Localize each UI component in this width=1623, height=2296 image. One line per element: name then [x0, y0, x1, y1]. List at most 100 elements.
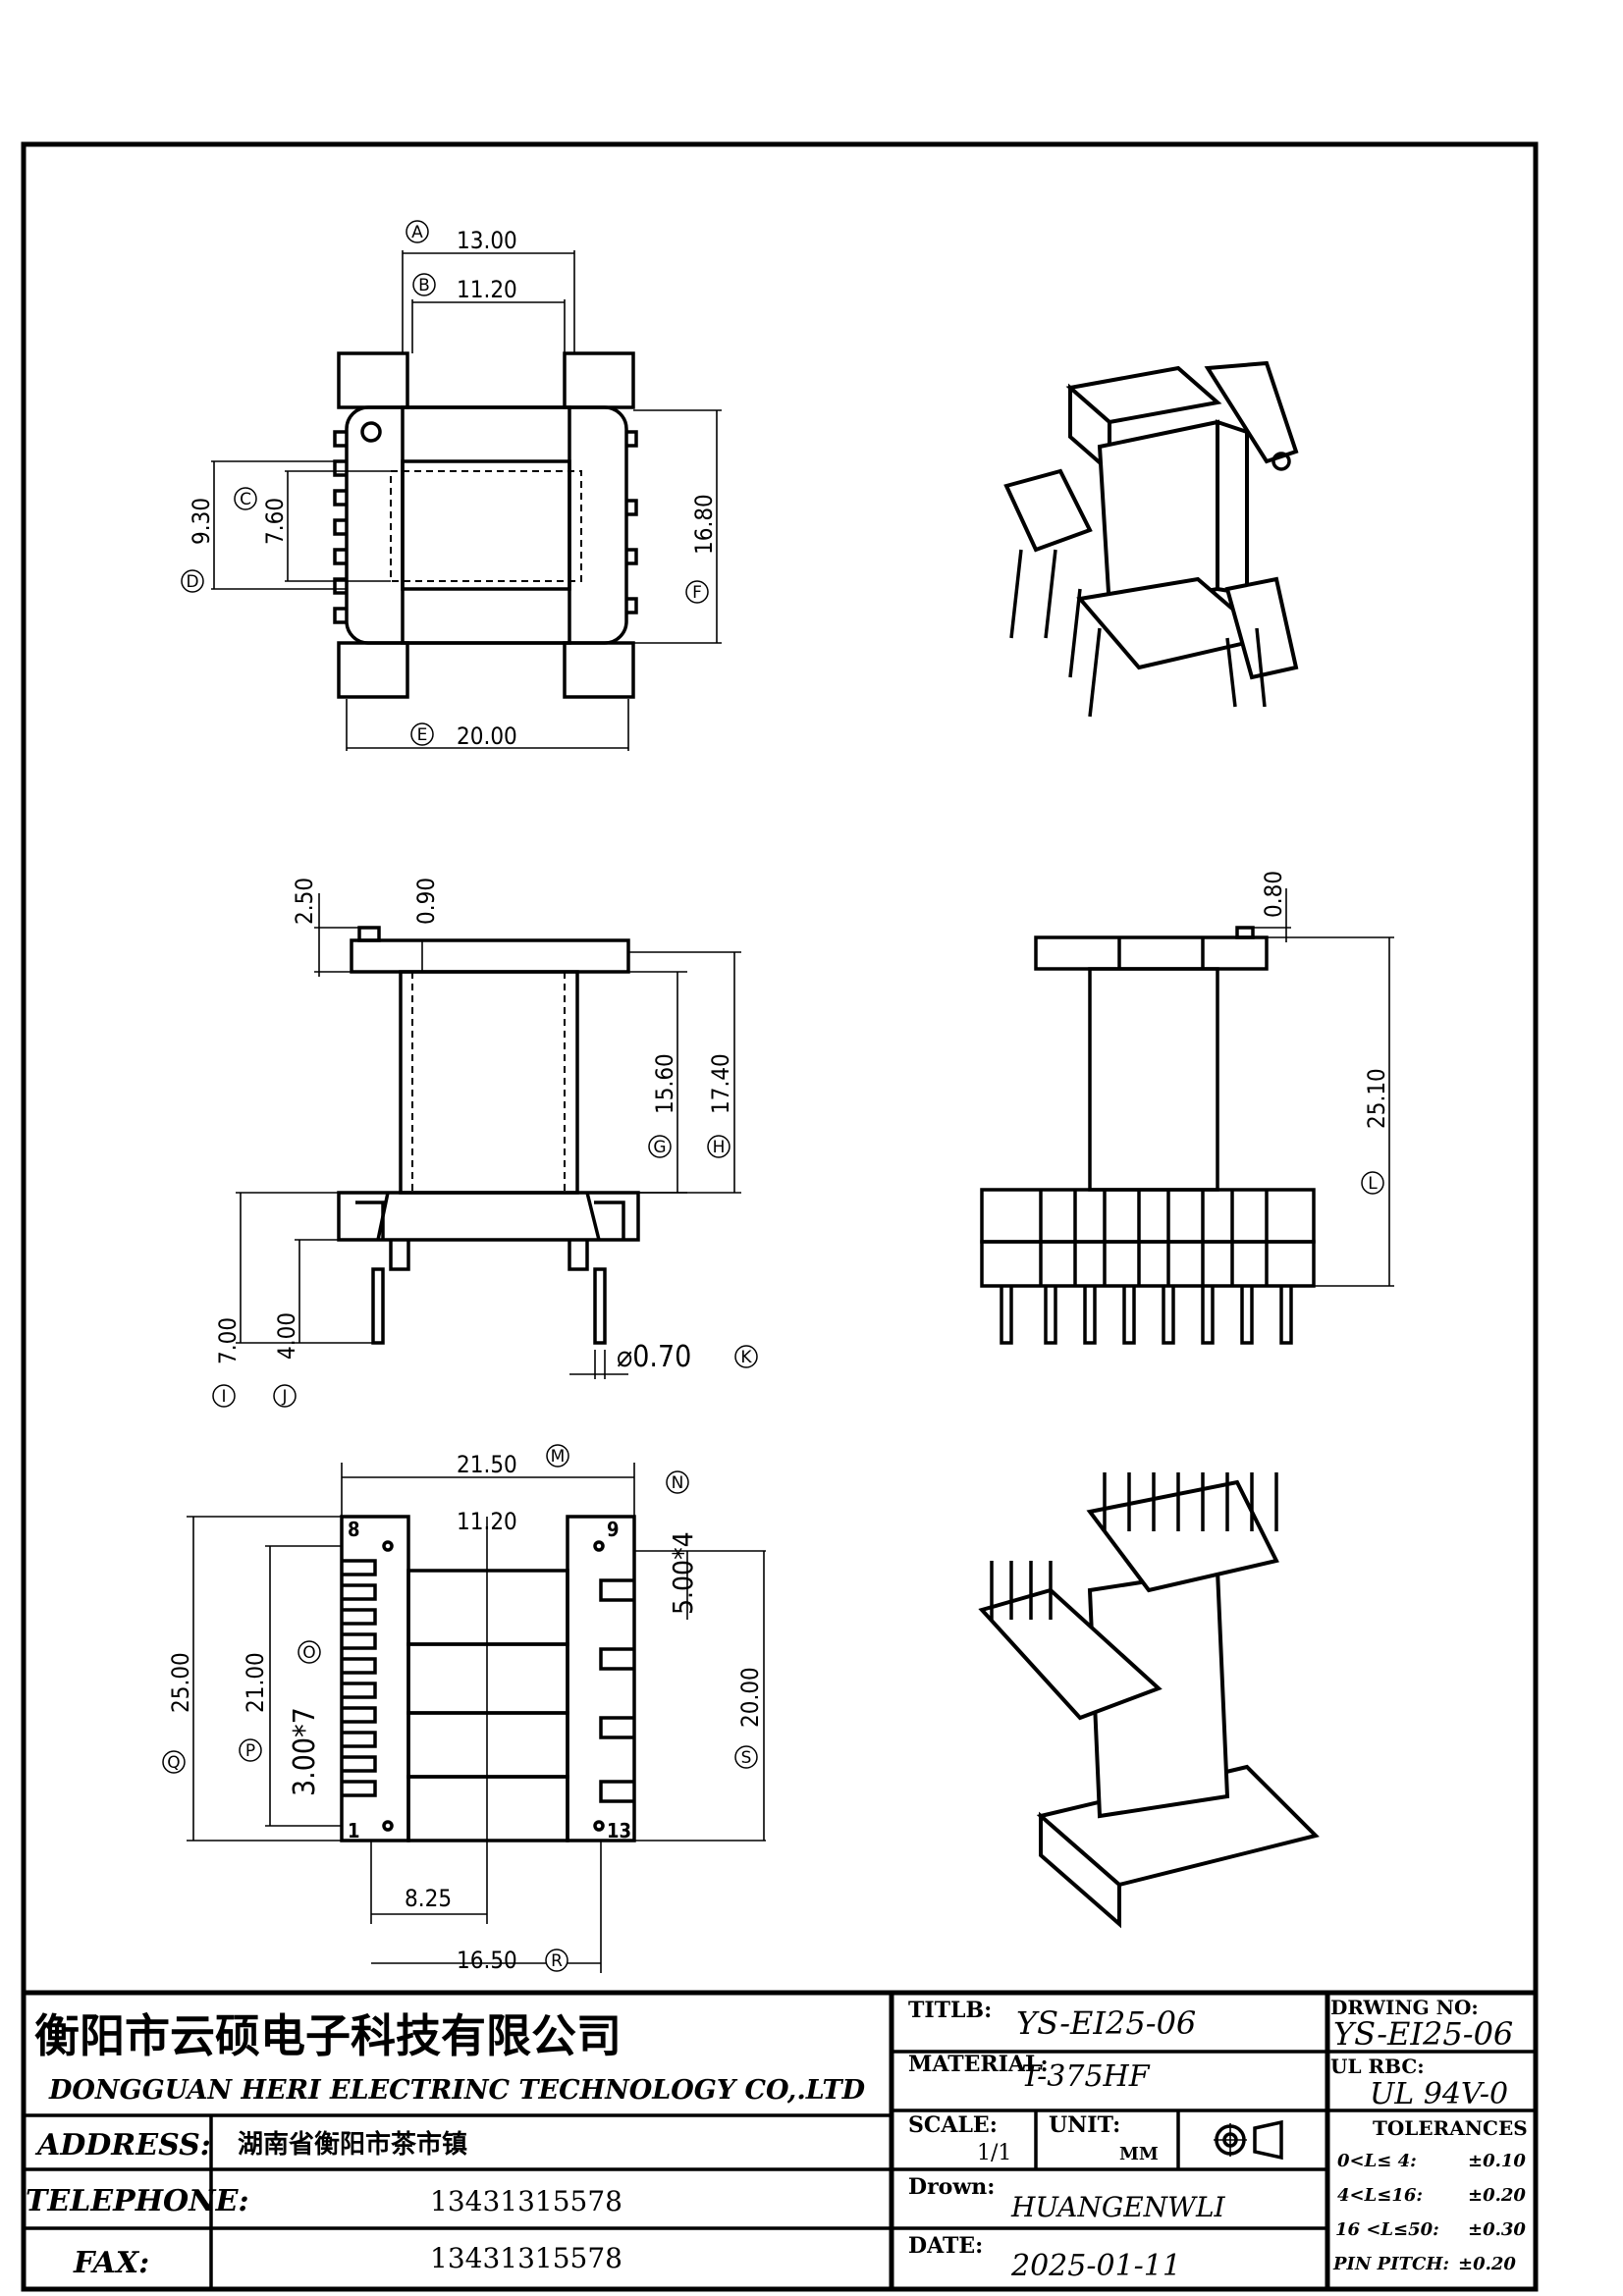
- callout-circle-s: [734, 1745, 758, 1769]
- dim-h2: 0.90: [412, 878, 440, 925]
- tolerances-label: TOLERANCES: [1373, 2116, 1528, 2140]
- company-name-cn: 衡阳市云硕电子科技有限公司: [34, 2009, 622, 2062]
- callout-label-o: O: [302, 1643, 315, 1663]
- callout-label-n: N: [672, 1473, 684, 1493]
- drawing-no-label: DRWING NO:: [1330, 1996, 1479, 2019]
- unit-label: UNIT:: [1049, 2112, 1120, 2138]
- dim-right-span: 20.00: [736, 1667, 764, 1728]
- callout-circle-m: [546, 1444, 569, 1468]
- isometric-view-top: [1003, 360, 1299, 718]
- title-block: 衡阳市云硕电子科技有限公司 DONGGUAN HERI ELECTRINC TE…: [24, 1990, 1536, 2289]
- callout-label-q: Q: [167, 1753, 180, 1773]
- callout-label-p: P: [245, 1741, 255, 1761]
- callout-label-i: I: [221, 1387, 226, 1407]
- top-view: 13.00 11.20 9.30 7.60 16.80 20.00: [188, 227, 722, 751]
- callout-circle-r: [545, 1949, 568, 1972]
- callout-circle-e: [410, 722, 434, 746]
- dim-h6: 4.00: [273, 1312, 300, 1360]
- isometric-view-bottom: [978, 1472, 1320, 1929]
- dim-span: 16.50: [457, 1947, 517, 1974]
- dim-pitch-left: 3.00*7: [288, 1707, 322, 1796]
- callout-label-g: G: [653, 1138, 666, 1157]
- callout-label-e: E: [417, 725, 428, 745]
- callout-circle-g: [648, 1135, 672, 1158]
- callout-label-d: D: [186, 572, 198, 592]
- tolerance-value-4: ±0.20: [1458, 2254, 1516, 2274]
- callout-circle-p: [239, 1738, 262, 1762]
- material-value: T-375HF: [1021, 2059, 1151, 2094]
- dim-d: 7.60: [261, 498, 289, 545]
- dim-core: 11.20: [457, 1508, 517, 1535]
- dim-h4: 17.40: [707, 1053, 734, 1114]
- fax-label: FAX:: [73, 2246, 149, 2280]
- dim-height: 25.00: [167, 1652, 194, 1713]
- dim-half: 8.25: [405, 1885, 452, 1912]
- callout-label-l: L: [1368, 1174, 1378, 1194]
- callout-circle-h: [707, 1135, 730, 1158]
- dim-f: 16.80: [690, 494, 718, 555]
- tolerance-range-2: 4<L≤16:: [1337, 2185, 1423, 2206]
- dim-front-height: 25.10: [1363, 1068, 1390, 1129]
- date-label: DATE:: [908, 2233, 983, 2259]
- callout-circle-j: [273, 1384, 297, 1408]
- callout-circle-i: [212, 1384, 236, 1408]
- fax-value: 13431315578: [430, 2242, 622, 2274]
- dim-h1: 2.50: [291, 878, 318, 925]
- callout-circle-q: [162, 1750, 186, 1774]
- callout-circle-l: [1361, 1171, 1384, 1195]
- dim-pin-dia: ⌀0.70: [617, 1340, 691, 1374]
- dim-width: 21.50: [457, 1451, 517, 1478]
- pin-number-8: 8: [348, 1518, 360, 1541]
- dim-h5: 7.00: [214, 1317, 242, 1364]
- dim-a: 13.00: [457, 227, 517, 254]
- callout-label-k: K: [740, 1348, 752, 1367]
- drawn-value: HUANGENWLI: [1010, 2191, 1226, 2223]
- tolerance-value-1: ±0.10: [1468, 2151, 1526, 2171]
- callout-label-h: H: [713, 1138, 726, 1157]
- callout-circle-d: [181, 569, 204, 593]
- scale-value: 1/1: [977, 2141, 1011, 2165]
- callout-label-a: A: [411, 223, 423, 242]
- dim-front-top: 0.80: [1260, 871, 1287, 918]
- pin-number-9: 9: [607, 1518, 620, 1541]
- callout-circle-o: [298, 1640, 321, 1664]
- telephone-label: TELEPHONE:: [26, 2184, 249, 2218]
- callout-circle-f: [685, 580, 709, 604]
- tolerance-range-1: 0<L≤ 4:: [1337, 2151, 1417, 2171]
- dim-h3: 15.60: [651, 1053, 678, 1114]
- tolerance-range-3: 16 <L≤50:: [1335, 2219, 1439, 2240]
- callout-label-m: M: [551, 1447, 566, 1467]
- scale-label: SCALE:: [908, 2112, 998, 2138]
- drawing-no-value: YS-EI25-06: [1333, 2015, 1513, 2053]
- front-view: 0.80 25.10: [980, 871, 1394, 1345]
- unit-value: MM: [1119, 2144, 1159, 2164]
- tolerance-value-2: ±0.20: [1468, 2185, 1526, 2206]
- dim-b: 11.20: [457, 276, 517, 303]
- ul-value: UL 94V-0: [1370, 2077, 1508, 2111]
- callout-label-b: B: [418, 276, 430, 295]
- drawn-label: Drown:: [908, 2174, 995, 2200]
- side-view: 2.50 0.90 15.60 17.40 7.00 4.00 ⌀0.70: [214, 878, 741, 1379]
- material-label: MATERIAL:: [908, 2052, 1049, 2077]
- projection-symbol-icon: [1214, 2119, 1283, 2161]
- dim-pitch-right: 5.00*4: [667, 1531, 699, 1615]
- callout-circle-b: [412, 273, 436, 296]
- telephone-value: 13431315578: [430, 2185, 622, 2217]
- callout-circle-k: [734, 1345, 758, 1368]
- tolerance-value-3: ±0.30: [1468, 2219, 1526, 2240]
- callout-label-f: F: [692, 583, 702, 603]
- company-name-en: DONGGUAN HERI ELECTRINC TECHNOLOGY CO,.L…: [48, 2075, 866, 2106]
- dim-e: 20.00: [457, 722, 517, 750]
- callout-circle-n: [666, 1470, 689, 1494]
- title-label: TITLB:: [908, 1998, 992, 2023]
- callout-circle-a: [406, 220, 429, 243]
- bottom-view: 21.50 11.20 5.00*4 25.00 21.00 3.00*7 20…: [167, 1451, 766, 1974]
- date-value: 2025-01-11: [1010, 2249, 1181, 2283]
- callout-circle-c: [234, 487, 257, 510]
- callout-label-j: J: [281, 1387, 287, 1407]
- callout-label-s: S: [741, 1748, 752, 1768]
- address-value: 湖南省衡阳市茶市镇: [238, 2129, 467, 2160]
- dim-c: 9.30: [188, 498, 215, 545]
